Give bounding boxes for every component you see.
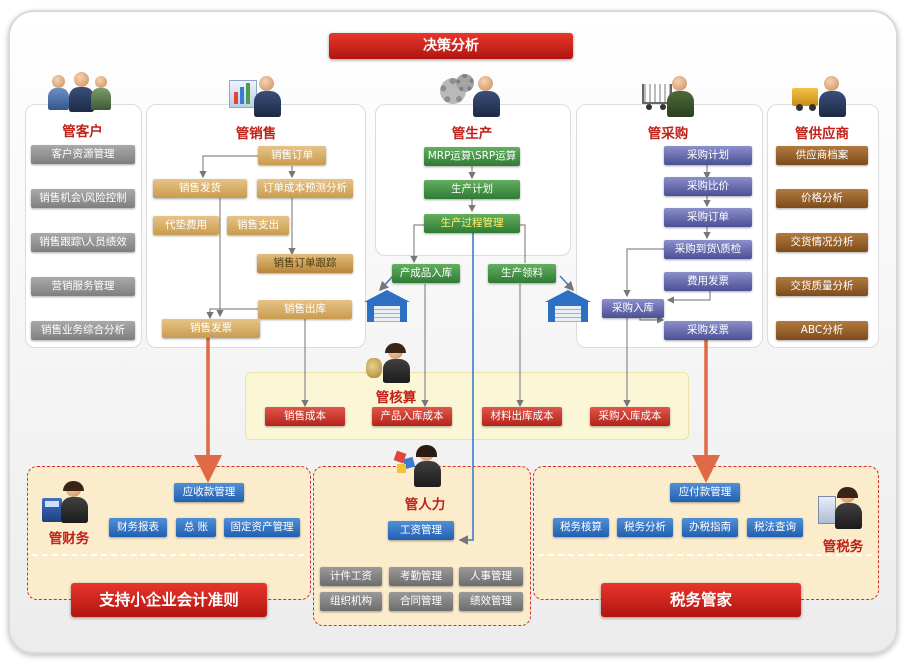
organization-structure[interactable]: 组织机构 bbox=[320, 592, 382, 611]
customer-people-icon bbox=[47, 72, 113, 112]
price-analysis[interactable]: 价格分析 bbox=[776, 189, 868, 208]
warehouse-icon-left bbox=[364, 290, 410, 322]
purchase-invoice[interactable]: 采购发票 bbox=[664, 321, 752, 340]
supplier-title: 管供应商 bbox=[795, 126, 849, 142]
customer-title: 管客户 bbox=[62, 124, 103, 140]
finance-title: 管财务 bbox=[48, 531, 90, 547]
customer-panel bbox=[25, 104, 142, 348]
tax-person-icon bbox=[818, 487, 868, 532]
purchase-inbound-cost[interactable]: 采购入库成本 bbox=[590, 407, 670, 426]
sales-expense[interactable]: 销售支出 bbox=[227, 216, 289, 235]
sales-opportunity-risk[interactable]: 销售机会\风险控制 bbox=[31, 189, 135, 208]
tax-law-query[interactable]: 税法查询 bbox=[747, 518, 803, 537]
material-outbound-cost[interactable]: 材料出库成本 bbox=[482, 407, 562, 426]
hr-title: 管人力 bbox=[404, 497, 446, 513]
sales-tracking-performance[interactable]: 销售跟踪\人员绩效 bbox=[31, 233, 135, 252]
purchase-arrival-qc[interactable]: 采购到货\质检 bbox=[664, 240, 752, 259]
supplier-profile[interactable]: 供应商档案 bbox=[776, 146, 868, 165]
delivery-quality-analysis[interactable]: 交货质量分析 bbox=[776, 277, 868, 296]
supplier-panel bbox=[767, 104, 879, 348]
sales-outbound[interactable]: 销售出库 bbox=[258, 300, 352, 319]
general-ledger[interactable]: 总 账 bbox=[176, 518, 216, 537]
accounting-person-icon bbox=[366, 343, 416, 384]
purchase-order[interactable]: 采购订单 bbox=[664, 208, 752, 227]
hr-person-icon bbox=[393, 445, 447, 490]
financial-statements[interactable]: 财务报表 bbox=[109, 518, 167, 537]
payable-mgmt[interactable]: 应付款管理 bbox=[670, 483, 740, 502]
warehouse-icon-right bbox=[545, 290, 591, 322]
order-cost-forecast[interactable]: 订单成本预测分析 bbox=[257, 179, 353, 198]
performance-mgmt[interactable]: 绩效管理 bbox=[459, 592, 523, 611]
sales-order-tracking[interactable]: 销售订单跟踪 bbox=[257, 254, 353, 273]
expense-invoice[interactable]: 费用发票 bbox=[664, 272, 752, 291]
customer-resource-mgmt[interactable]: 客户资源管理 bbox=[31, 145, 135, 164]
abc-analysis[interactable]: ABC分析 bbox=[776, 321, 868, 340]
accounting-title: 管核算 bbox=[375, 390, 417, 406]
advance-fee[interactable]: 代垫费用 bbox=[153, 216, 219, 235]
production-process-mgmt[interactable]: 生产过程管理 bbox=[424, 214, 520, 233]
sales-cost[interactable]: 销售成本 bbox=[265, 407, 345, 426]
purchase-plan[interactable]: 采购计划 bbox=[664, 146, 752, 165]
finished-goods-inbound[interactable]: 产成品入库 bbox=[392, 264, 460, 283]
tax-analysis[interactable]: 税务分析 bbox=[617, 518, 673, 537]
supplier-truck-person-icon bbox=[792, 74, 854, 118]
personnel-mgmt[interactable]: 人事管理 bbox=[459, 567, 523, 586]
tax-butler-banner[interactable]: 税务管家 bbox=[601, 583, 801, 617]
decision-analysis-banner[interactable]: 决策分析 bbox=[329, 33, 573, 59]
sales-title: 管销售 bbox=[235, 126, 277, 142]
receivable-mgmt[interactable]: 应收款管理 bbox=[174, 483, 244, 502]
sales-order[interactable]: 销售订单 bbox=[258, 146, 326, 165]
production-title: 管生产 bbox=[451, 126, 493, 142]
purchase-price-compare[interactable]: 采购比价 bbox=[664, 177, 752, 196]
piece-rate-wage[interactable]: 计件工资 bbox=[320, 567, 382, 586]
marketing-service-mgmt[interactable]: 营销服务管理 bbox=[31, 277, 135, 296]
tax-filing-guide[interactable]: 办税指南 bbox=[682, 518, 738, 537]
production-material-pick[interactable]: 生产领料 bbox=[488, 264, 556, 283]
purchase-cart-person-icon bbox=[640, 74, 700, 118]
finance-divider bbox=[32, 554, 304, 556]
production-plan[interactable]: 生产计划 bbox=[424, 180, 520, 199]
attendance-mgmt[interactable]: 考勤管理 bbox=[389, 567, 453, 586]
finance-person-icon bbox=[42, 481, 94, 526]
sales-shipping[interactable]: 销售发货 bbox=[153, 179, 247, 198]
delivery-status-analysis[interactable]: 交货情况分析 bbox=[776, 233, 868, 252]
tax-divider bbox=[538, 554, 872, 556]
sales-person-icon bbox=[229, 74, 285, 118]
contract-mgmt[interactable]: 合同管理 bbox=[389, 592, 453, 611]
purchase-inbound[interactable]: 采购入库 bbox=[602, 299, 664, 318]
accounting-panel bbox=[245, 372, 689, 440]
fixed-asset-mgmt[interactable]: 固定资产管理 bbox=[224, 518, 300, 537]
tax-accounting[interactable]: 税务核算 bbox=[553, 518, 609, 537]
sales-invoice[interactable]: 销售发票 bbox=[162, 319, 260, 338]
small-enterprise-standard-banner[interactable]: 支持小企业会计准则 bbox=[71, 583, 267, 617]
production-gear-person-icon bbox=[440, 74, 504, 118]
salary-mgmt[interactable]: 工资管理 bbox=[388, 521, 454, 540]
mrp-srp-calc[interactable]: MRP运算\SRP运算 bbox=[424, 147, 520, 166]
tax-title: 管税务 bbox=[822, 539, 864, 555]
sales-comprehensive-analysis[interactable]: 销售业务综合分析 bbox=[31, 321, 135, 340]
purchase-title: 管采购 bbox=[647, 126, 689, 142]
product-inbound-cost[interactable]: 产品入库成本 bbox=[372, 407, 452, 426]
